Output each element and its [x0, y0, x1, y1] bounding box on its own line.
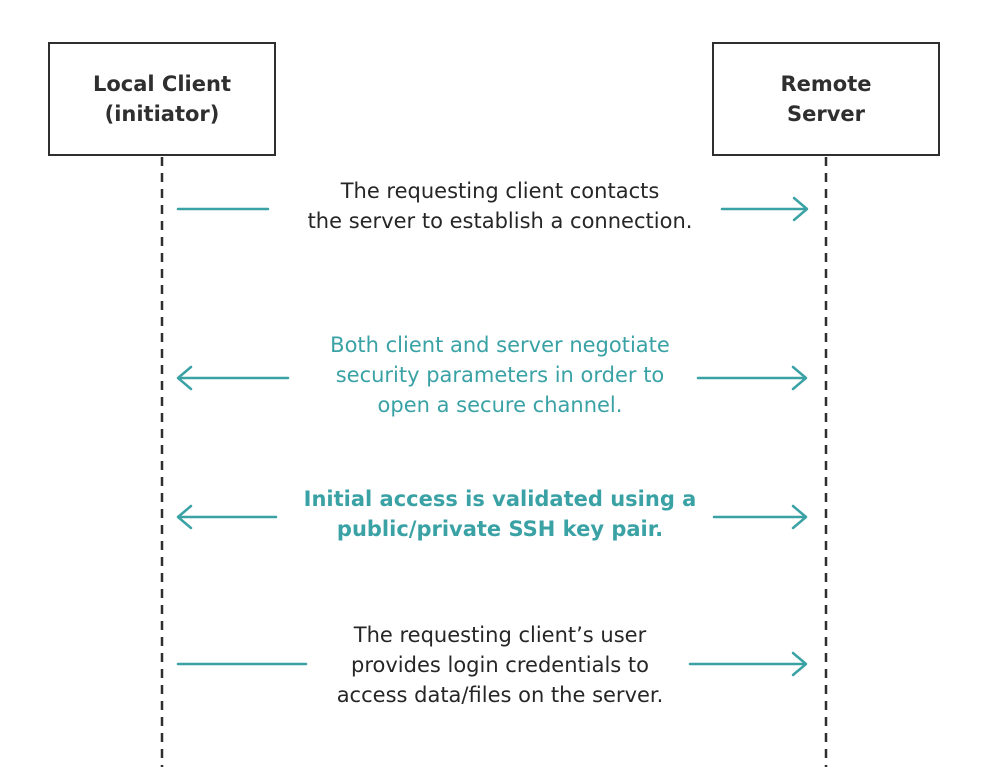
actor-remote-server-line2: Server — [786, 102, 865, 126]
message-text-line: Initial access is validated using a — [303, 487, 697, 511]
message-text-line: open a secure channel. — [377, 393, 623, 417]
arrow-msg-4 — [176, 651, 808, 677]
message-connection-request: The requesting client contacts the serve… — [250, 176, 750, 236]
message-text-line: security parameters in order to — [335, 363, 665, 387]
message-text-line: The requesting client contacts — [340, 179, 660, 203]
message-text-line: the server to establish a connection. — [307, 209, 693, 233]
actor-remote-server-line1: Remote — [780, 72, 872, 96]
arrowhead-right-msg-2 — [791, 365, 808, 391]
actor-local-client-line1: Local Client — [93, 72, 231, 96]
arrowhead-left-msg-3 — [176, 504, 193, 530]
actor-local-client-line2: (initiator) — [104, 102, 220, 126]
actor-local-client-box: Local Client (initiator) — [48, 42, 276, 156]
message-text-line: access data/files on the server. — [336, 683, 664, 707]
arrowhead-right-msg-4 — [791, 651, 808, 677]
arrowhead-right-msg-1 — [792, 196, 809, 222]
arrow-msg-2 — [176, 365, 808, 391]
message-text-line: The requesting client’s user — [353, 623, 647, 647]
message-text-line: Both client and server negotiate — [330, 333, 670, 357]
message-text-line: provides login credentials to — [351, 653, 649, 677]
message-security-negotiation: Both client and server negotiate securit… — [250, 330, 750, 420]
message-text-line: public/private SSH key pair. — [336, 517, 664, 541]
arrowhead-left-msg-2 — [176, 365, 193, 391]
arrow-msg-1 — [176, 196, 809, 222]
message-login-credentials: The requesting client’s user provides lo… — [250, 620, 750, 710]
actor-remote-server-box: Remote Server — [712, 42, 940, 156]
arrow-msg-3 — [176, 504, 808, 530]
message-key-validation: Initial access is validated using a publ… — [250, 484, 750, 544]
arrowhead-right-msg-3 — [791, 504, 808, 530]
